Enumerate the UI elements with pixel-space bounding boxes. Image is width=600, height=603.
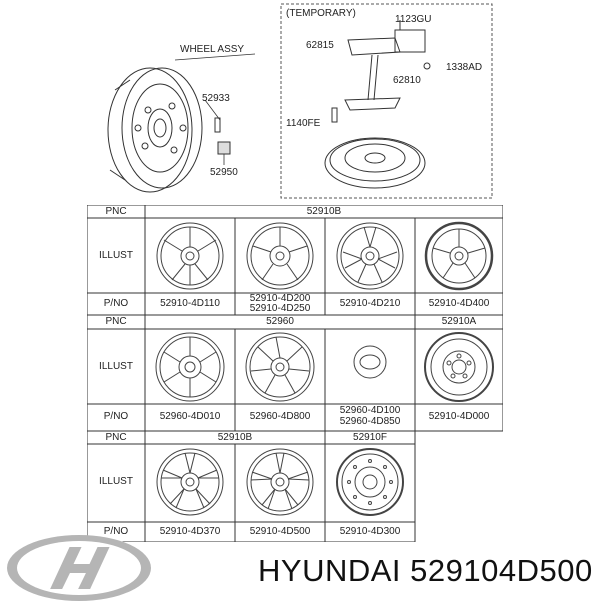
row3-pnc-label: PNC (105, 432, 127, 443)
pno-52960-4d010: 52960-4D010 (159, 411, 221, 422)
wheel-assembly-diagram (107, 3, 493, 199)
callout-1123gu: 1123GU (395, 14, 432, 25)
wheel-illustration-52910-4d200 (246, 222, 314, 290)
callout-62815: 62815 (306, 40, 334, 51)
pno-52960-4d100: 52960-4D100 (339, 405, 401, 416)
pno-52910-4d110: 52910-4D110 (160, 298, 220, 309)
leader-wheel-assy (174, 53, 256, 61)
row3-pno-label: P/NO (103, 526, 129, 537)
temporary-box (280, 3, 493, 199)
row1-pnc-value: 52910B (306, 206, 342, 217)
pno-52910-4d200: 52910-4D200 (249, 293, 311, 304)
row3-pnc-value-b: 52910F (353, 432, 387, 443)
valve-part (214, 117, 221, 133)
row2-pnc-value-a: 52960 (266, 316, 294, 327)
wheel-illustration-52910-4d370 (156, 448, 224, 516)
pno-52960-4d800: 52960-4D800 (249, 411, 311, 422)
wheel-illustration-52910-4d210 (336, 222, 404, 290)
callout-1140fe: 1140FE (286, 118, 321, 129)
row2-pnc-value-b: 52910A (441, 316, 477, 327)
pno-52910-4d370: 52910-4D370 (159, 526, 221, 537)
wheelcover-illustration-52960-4d800 (245, 332, 315, 402)
row2-pnc-label: PNC (105, 316, 127, 327)
row3-illust-label: ILLUST (99, 476, 133, 487)
row3-pnc-value-a: 52910B (217, 432, 253, 443)
center-cap-illustration-52960-4d100 (353, 345, 387, 379)
wheel-illustration-52910-4d400 (424, 221, 494, 291)
pno-52910-4d300: 52910-4D300 (339, 526, 401, 537)
pno-52910-4d000: 52910-4D000 (428, 411, 490, 422)
wheelcover-illustration-52960-4d010 (155, 332, 225, 402)
wheel-assy-drawing (107, 67, 203, 193)
row1-pno-label: P/NO (103, 298, 129, 309)
wheel-illustration-52910-4d300 (336, 448, 404, 516)
wheel-illustration-52910-4d110 (156, 222, 224, 290)
callout-52950: 52950 (210, 167, 238, 178)
wheel-illustration-52910-4d000 (424, 332, 494, 402)
brand-part-number: HYUNDAI 529104D500 (258, 553, 593, 588)
callout-1338ad: 1338AD (446, 62, 483, 73)
hyundai-logo (7, 535, 151, 601)
temporary-spare-wheel (324, 137, 426, 189)
row1-illust-label: ILLUST (99, 250, 133, 261)
pno-52910-4d400: 52910-4D400 (428, 298, 490, 309)
callout-62810: 62810 (393, 75, 421, 86)
wheel-illustration-52910-4d500 (246, 448, 314, 516)
callout-52933: 52933 (202, 93, 230, 104)
row2-pno-label: P/NO (103, 411, 129, 422)
parts-table: PNC 52910B ILLUST P/NO 52910-4D110 52910… (87, 205, 503, 542)
row2-illust-label: ILLUST (99, 361, 133, 372)
pno-52910-4d210: 52910-4D210 (339, 298, 401, 309)
nut-part (217, 141, 231, 155)
spare-tire-bracket (331, 20, 431, 123)
leader-52933 (204, 99, 221, 121)
pno-52910-4d250: 52910-4D250 (249, 303, 311, 314)
wheel-assy-label: WHEEL ASSY (180, 44, 245, 55)
row1-pnc-label: PNC (105, 206, 127, 217)
pno-52960-4d850: 52960-4D850 (339, 416, 401, 427)
pno-52910-4d500: 52910-4D500 (249, 526, 311, 537)
table-grid (87, 205, 503, 542)
temporary-label: (TEMPORARY) (286, 8, 356, 19)
